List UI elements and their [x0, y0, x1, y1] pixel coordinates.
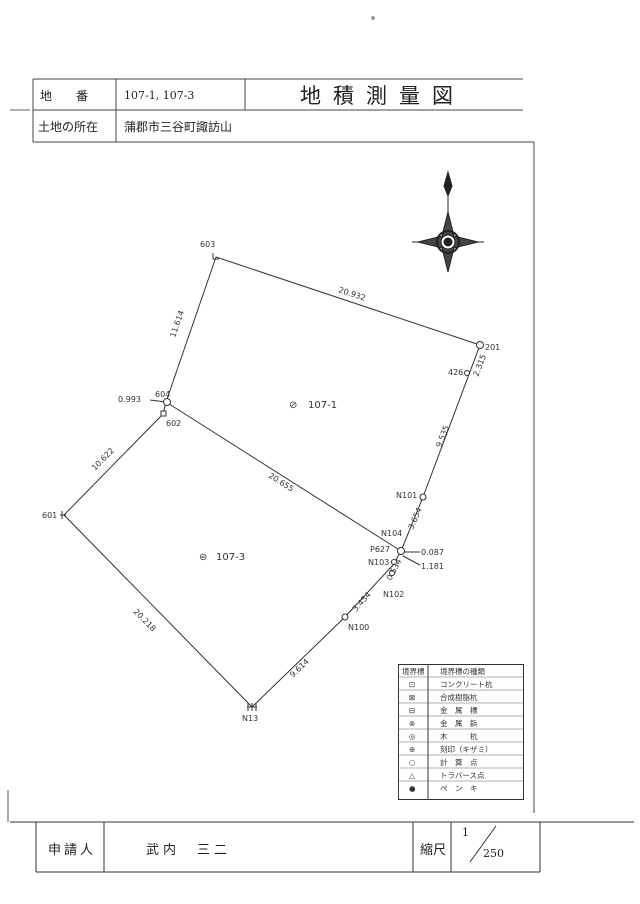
legend-item-text: ペ ン キ — [440, 784, 478, 793]
marker-n103 — [391, 559, 397, 565]
marker-426 — [464, 370, 470, 376]
distance-label: 0.993 — [118, 395, 141, 404]
legend-item-text: コンクリート杭 — [440, 679, 493, 689]
legend-header-left: 境界標 — [402, 666, 425, 676]
boundary-markers — [60, 253, 484, 711]
point-label-p627: P627 — [370, 545, 390, 554]
legend-symbol-icon: ◎ — [409, 732, 416, 741]
location-value: 蒲郡市三谷町諏訪山 — [124, 119, 233, 134]
distance-label: 11.614 — [168, 309, 186, 338]
parcel-label-107-1: 107-1 — [308, 400, 337, 411]
distance-label: 2.315 — [471, 353, 488, 378]
lot-label: 地 番 — [40, 88, 89, 103]
marker-604 — [163, 398, 171, 406]
legend: 境界標 境界標の種類 ⊡ コンクリート杭 ⊠ 合成樹脂杭 ⊟ 金 属 標 ⊗ 金… — [398, 664, 524, 800]
legend-item-text: 木 杭 — [440, 731, 478, 741]
marker-n101 — [419, 493, 427, 501]
point-label-601: 601 — [42, 511, 57, 520]
point-label-n103: N103 — [368, 558, 389, 567]
legend-symbol-icon: ● — [409, 784, 416, 793]
north-arrow-icon — [412, 170, 484, 273]
marker-n100 — [341, 613, 349, 621]
legend-item-text: 刻印（キザミ） — [440, 744, 493, 754]
legend-item-text: トラバース点 — [440, 771, 485, 780]
location-label: 土地の所在 — [38, 119, 99, 134]
parcel-symbol-107-1: ⊘ — [289, 400, 297, 411]
marker-p627 — [397, 547, 405, 555]
distance-label: 1.181 — [421, 562, 444, 571]
scale-numerator: 1 — [462, 826, 469, 839]
legend-symbol-icon: ⊡ — [409, 680, 415, 689]
distance-label: 3.454 — [351, 590, 373, 613]
distance-label: 3.654 — [407, 506, 424, 531]
scale-label: 縮尺 — [420, 843, 447, 858]
point-label-602: 602 — [166, 419, 181, 428]
point-label-201: 201 — [485, 343, 500, 352]
lot-value: 107-1, 107-3 — [124, 88, 195, 102]
parcel-boundaries — [63, 256, 481, 708]
point-label-603: 603 — [200, 240, 215, 249]
point-label-426: 426 — [448, 368, 463, 377]
legend-symbol-icon: ⊕ — [409, 745, 415, 754]
marker-n13 — [247, 703, 257, 711]
marker-601 — [60, 511, 66, 519]
distance-label: 0.087 — [421, 548, 444, 557]
legend-item-text: 合成樹脂杭 — [440, 692, 478, 702]
applicant-label: 申請人 — [48, 843, 97, 858]
marker-602 — [160, 410, 167, 417]
scale-denominator: 250 — [483, 847, 504, 860]
parcel-label-107-3: 107-3 — [216, 552, 245, 563]
marker-201 — [476, 341, 484, 349]
legend-header-right: 境界標の種類 — [440, 666, 485, 676]
parcel-symbol-107-3: ⊜ — [199, 552, 207, 563]
marker-n102 — [389, 570, 395, 576]
distance-label: 20.218 — [132, 607, 158, 633]
legend-symbol-icon: ⊟ — [409, 706, 415, 715]
point-label-n13: N13 — [242, 714, 258, 723]
distance-label: 20.932 — [337, 285, 366, 302]
point-label-n104: N104 — [381, 529, 402, 538]
legend-symbol-icon: △ — [409, 771, 415, 780]
distance-label: 10.622 — [90, 446, 116, 472]
page-title: 地積測量図 — [300, 84, 465, 108]
point-label-n100: N100 — [348, 623, 369, 632]
legend-item-text: 金 属 標 — [440, 705, 478, 715]
point-label-n101: N101 — [396, 491, 417, 500]
applicant-name: 武内 三二 — [146, 843, 232, 858]
marker-603 — [212, 253, 219, 260]
legend-symbol-icon: ⊗ — [409, 719, 415, 728]
point-label-n102: N102 — [383, 590, 404, 599]
point-label-604: 604 — [155, 390, 170, 399]
legend-item-text: 計 算 点 — [440, 757, 478, 767]
distance-label: 9.535 — [434, 424, 451, 449]
legend-symbol-icon: ○ — [409, 758, 416, 767]
legend-item-text: 金 属 鋲 — [440, 718, 478, 728]
legend-symbol-icon: ⊠ — [409, 693, 415, 702]
